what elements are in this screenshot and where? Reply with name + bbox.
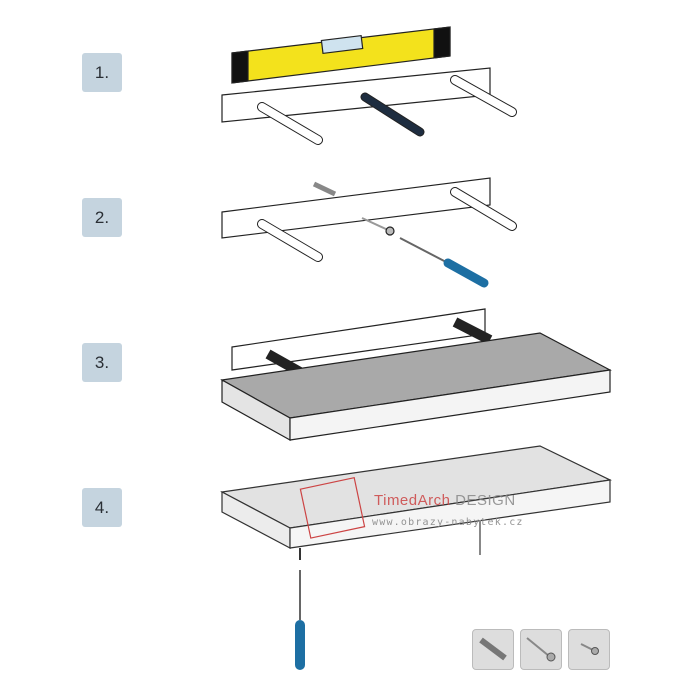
step-1-drawing <box>221 26 517 145</box>
wall-plug-icon <box>472 629 514 670</box>
step-3-badge: 3. <box>82 343 122 382</box>
long-screw-icon <box>520 629 562 670</box>
step-2-drawing <box>221 177 517 288</box>
spirit-level <box>231 26 451 84</box>
watermark-brand: TimedArch DESIGN <box>374 492 516 509</box>
step-1-badge: 1. <box>82 53 122 92</box>
step-3-drawing <box>220 308 612 442</box>
wall-plate <box>221 177 491 239</box>
watermark-url: www.obrazy-nabytek.cz <box>372 517 524 528</box>
step-4-drawing <box>220 445 613 670</box>
step-2-badge: 2. <box>82 198 122 237</box>
watermark-brand-b: DESIGN <box>450 492 516 509</box>
watermark-brand-a: TimedArch <box>374 492 451 509</box>
short-screw-icon <box>568 629 610 670</box>
step-4-badge: 4. <box>82 488 122 527</box>
